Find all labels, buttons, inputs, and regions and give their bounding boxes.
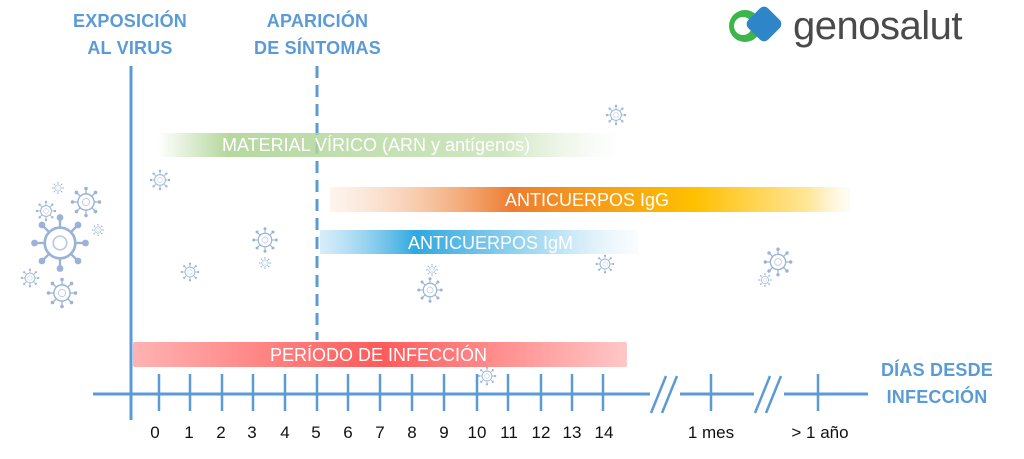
exposure-header: EXPOSICIÓN AL VIRUS — [65, 8, 195, 62]
virus-icon — [149, 169, 171, 191]
tick-label: 10 — [467, 423, 487, 442]
tick-label: 1 — [184, 423, 194, 442]
virus-icon — [35, 200, 57, 222]
tick-label: 0 — [150, 423, 160, 442]
tick-label: 14 — [594, 423, 614, 442]
virus-icon — [91, 223, 105, 237]
infection-label: PERÍODO DE INFECCIÓN — [270, 345, 488, 365]
virus-icon — [595, 254, 615, 274]
virus-icon — [180, 262, 200, 282]
igg-bar — [330, 187, 850, 212]
tick-label: 7 — [375, 423, 385, 442]
symptoms-header-line1: APARICIÓN — [266, 11, 369, 31]
axis-title-line2: INFECCIÓN — [886, 387, 988, 407]
tick-label: 9 — [439, 423, 449, 442]
tick-label: 4 — [280, 423, 290, 442]
virus-icon — [69, 185, 103, 219]
tick-label: 8 — [407, 423, 417, 442]
symptoms-header-line2: DE SÍNTOMAS — [254, 38, 381, 58]
tick-label: > 1 año — [791, 423, 849, 442]
axis-title-line1: DÍAS DESDE — [880, 360, 994, 380]
virus-icon — [20, 268, 40, 288]
tick-label: 2 — [216, 423, 226, 442]
igm-label: ANTICUERPOS IgM — [408, 233, 574, 253]
axis-break-1 — [649, 375, 680, 414]
virus-icon-cluster-left — [20, 181, 105, 310]
igg-label: ANTICUERPOS IgG — [505, 190, 670, 210]
tick-label: 1 mes — [687, 423, 735, 442]
virus-icon — [51, 181, 65, 195]
tick-label: 3 — [247, 423, 257, 442]
exposure-header-line2: AL VIRUS — [87, 38, 173, 58]
virus-icon — [258, 256, 272, 270]
axis-ticks — [157, 374, 820, 411]
virus-icon — [477, 366, 497, 386]
axis-title: DÍAS DESDE INFECCIÓN — [872, 357, 1002, 411]
virus-icon — [425, 263, 439, 277]
virus-icon — [762, 246, 794, 278]
exposure-header-line1: EXPOSICIÓN — [72, 11, 188, 31]
virus-icon — [29, 212, 91, 274]
logo-text: genosalut — [793, 4, 962, 48]
tick-label: 13 — [562, 423, 582, 442]
virus-icon — [757, 272, 773, 288]
tick-label: 12 — [531, 423, 551, 442]
viral-material-label: MATERIAL VÍRICO (ARN y antígenos) — [222, 135, 531, 155]
virus-icon — [605, 104, 627, 126]
tick-label: 11 — [500, 423, 518, 442]
axis-break-2 — [753, 375, 784, 414]
viral-material-bar — [158, 133, 620, 157]
virus-icon — [45, 276, 79, 310]
virus-icon — [251, 226, 279, 254]
igm-bar — [320, 230, 638, 254]
infection-bar — [133, 342, 627, 367]
virus-icon — [416, 276, 444, 304]
tick-label: 5 — [311, 423, 321, 442]
symptoms-header: APARICIÓN DE SÍNTOMAS — [245, 8, 390, 62]
tick-label: 6 — [343, 423, 353, 442]
